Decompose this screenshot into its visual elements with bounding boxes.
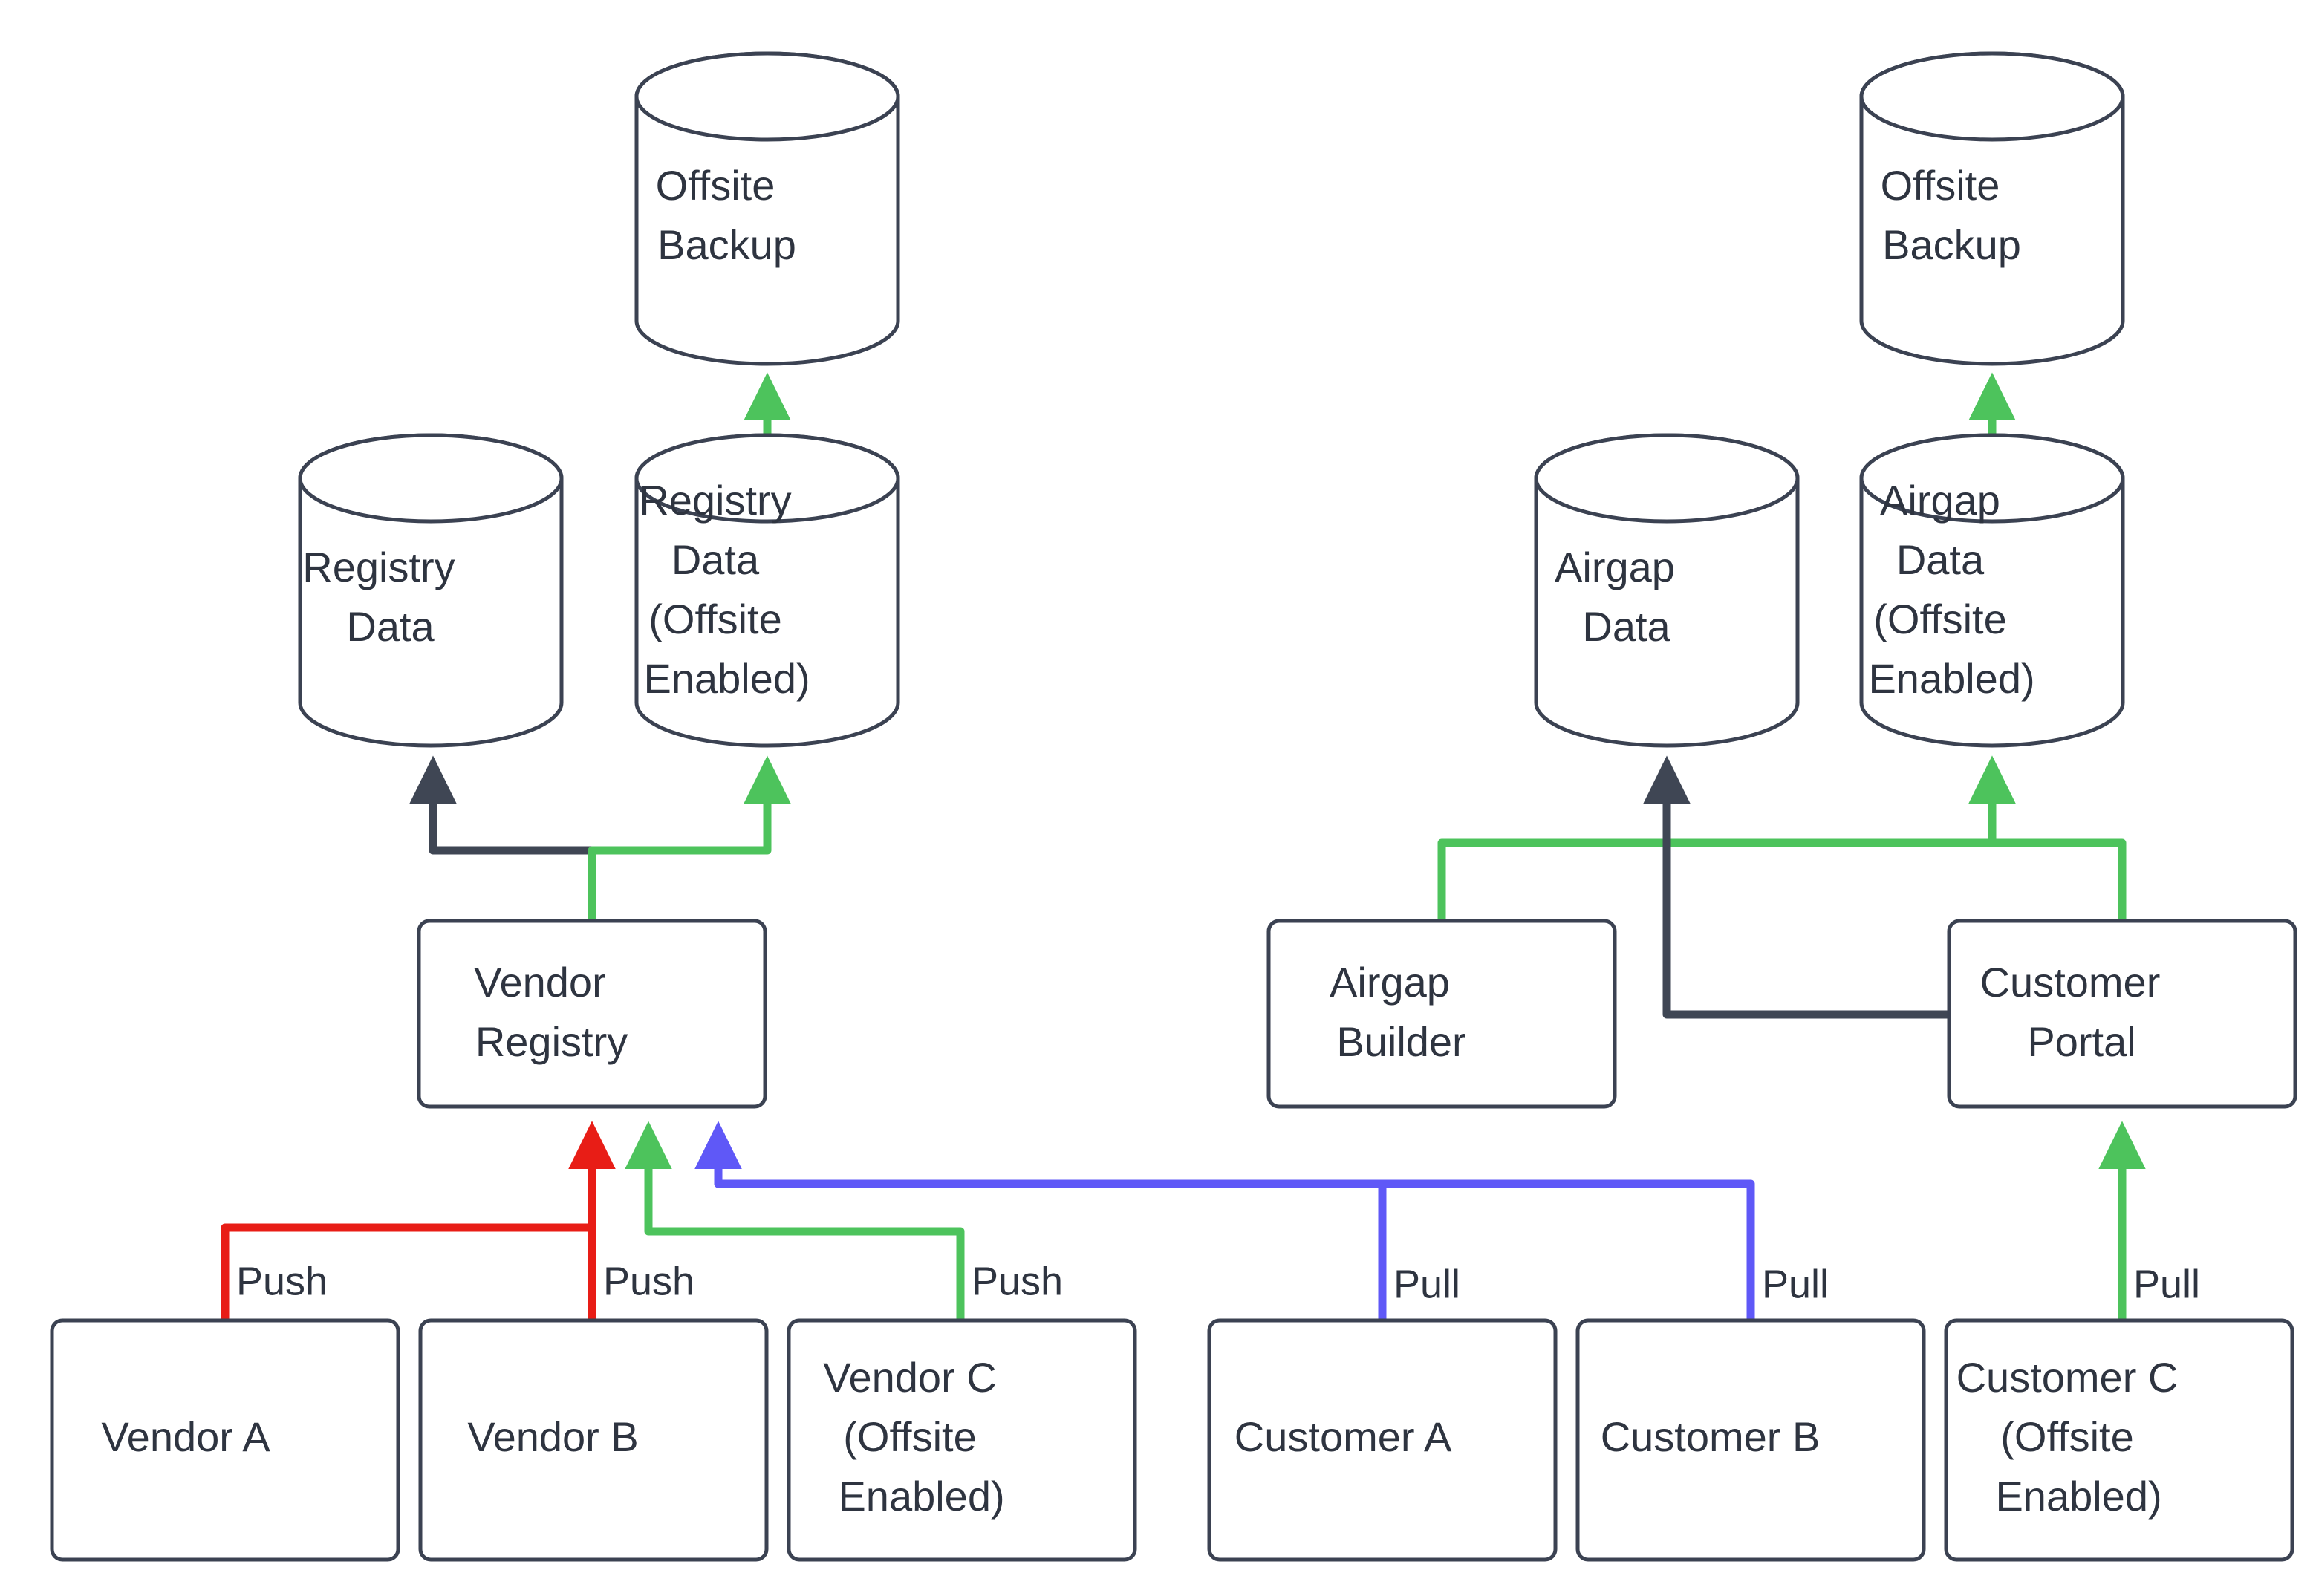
cylinder-top [634,433,900,524]
edge-customer-portal-to-airgap-data [1643,755,1949,1019]
node-box [1944,1318,2294,1562]
node-offsite-backup-left[interactable]: Offsite Backup [634,51,900,366]
edge-airgap-builder-to-airgap-data-offsite [1437,755,2016,921]
edge-customer-b-pull [694,1121,1755,1320]
node-customer-a[interactable]: Customer A [1207,1318,1558,1562]
edge-vendor-registry-to-registry-data-offsite [588,755,791,921]
node-label: Registry Data (Offsite Enabled) [639,477,895,702]
cylinder-top [1859,433,2125,524]
cylinder-top [634,51,900,142]
node-vendor-a[interactable]: Vendor A [50,1318,400,1562]
node-label: Airgap Data [1555,544,1779,650]
node-label: Offsite Backup [656,162,879,268]
node-label: Customer A [1234,1413,1530,1460]
node-offsite-backup-right[interactable]: Offsite Backup [1859,51,2125,366]
edge-label-vendor-a-push: Push [236,1259,328,1303]
node-airgap-builder[interactable]: Airgap Builder [1266,919,1617,1109]
node-registry-data[interactable]: Registry Data [298,433,564,748]
node-label: Customer B [1601,1413,1902,1460]
node-label: Vendor C (Offsite Enabled) [823,1354,1101,1520]
node-vendor-b[interactable]: Vendor B [418,1318,769,1562]
node-label: Customer Portal [1980,959,2265,1065]
node-label: Registry Data [302,544,559,650]
node-box [1947,919,2297,1109]
edge-label-vendor-c-push: Push [972,1259,1063,1303]
node-box [418,1318,769,1562]
node-layer: Offsite Backup Registry Data Registry Da… [50,51,2297,1562]
node-label: Vendor A [101,1413,348,1460]
node-box [1207,1318,1558,1562]
node-vendor-c[interactable]: Vendor C (Offsite Enabled) [787,1318,1137,1562]
node-label: Customer C (Offsite Enabled) [1956,1354,2283,1520]
node-box [417,919,767,1109]
node-customer-b[interactable]: Customer B [1575,1318,1926,1562]
node-box [1575,1318,1926,1562]
cylinder-top [1859,51,2125,142]
node-vendor-registry[interactable]: Vendor Registry [417,919,767,1109]
node-box [1266,919,1617,1109]
node-label: Airgap Data (Offsite Enabled) [1868,477,2115,702]
cylinder-top [1534,433,1800,524]
node-customer-portal[interactable]: Customer Portal [1947,919,2297,1109]
edge-vendor-c-push [625,1121,965,1320]
node-box [787,1318,1137,1562]
node-label: Vendor B [467,1413,719,1460]
node-label: Offsite Backup [1881,162,2104,268]
edge-customer-portal-to-airgap-data-offsite [1968,755,2127,921]
edge-vendor-registry-to-registry-data [409,755,596,921]
node-customer-c[interactable]: Customer C (Offsite Enabled) [1944,1318,2294,1562]
node-label: Vendor Registry [474,959,710,1065]
node-airgap-data[interactable]: Airgap Data [1534,433,1800,748]
edge-label-customer-c-pull: Pull [2133,1262,2200,1306]
edge-label-customer-a-pull: Pull [1393,1262,1460,1306]
cylinder-top [298,433,564,524]
edge-layer [221,372,2146,1320]
node-label: Airgap Builder [1330,959,1554,1065]
node-box [50,1318,400,1562]
node-airgap-data-offsite[interactable]: Airgap Data (Offsite Enabled) [1859,433,2125,748]
edge-label-vendor-b-push: Push [603,1259,694,1303]
edge-label-customer-b-pull: Pull [1762,1262,1829,1306]
edge-label-layer: Push Push Push Pull Pull Pull [236,1259,2200,1306]
node-registry-data-offsite[interactable]: Registry Data (Offsite Enabled) [634,433,900,748]
